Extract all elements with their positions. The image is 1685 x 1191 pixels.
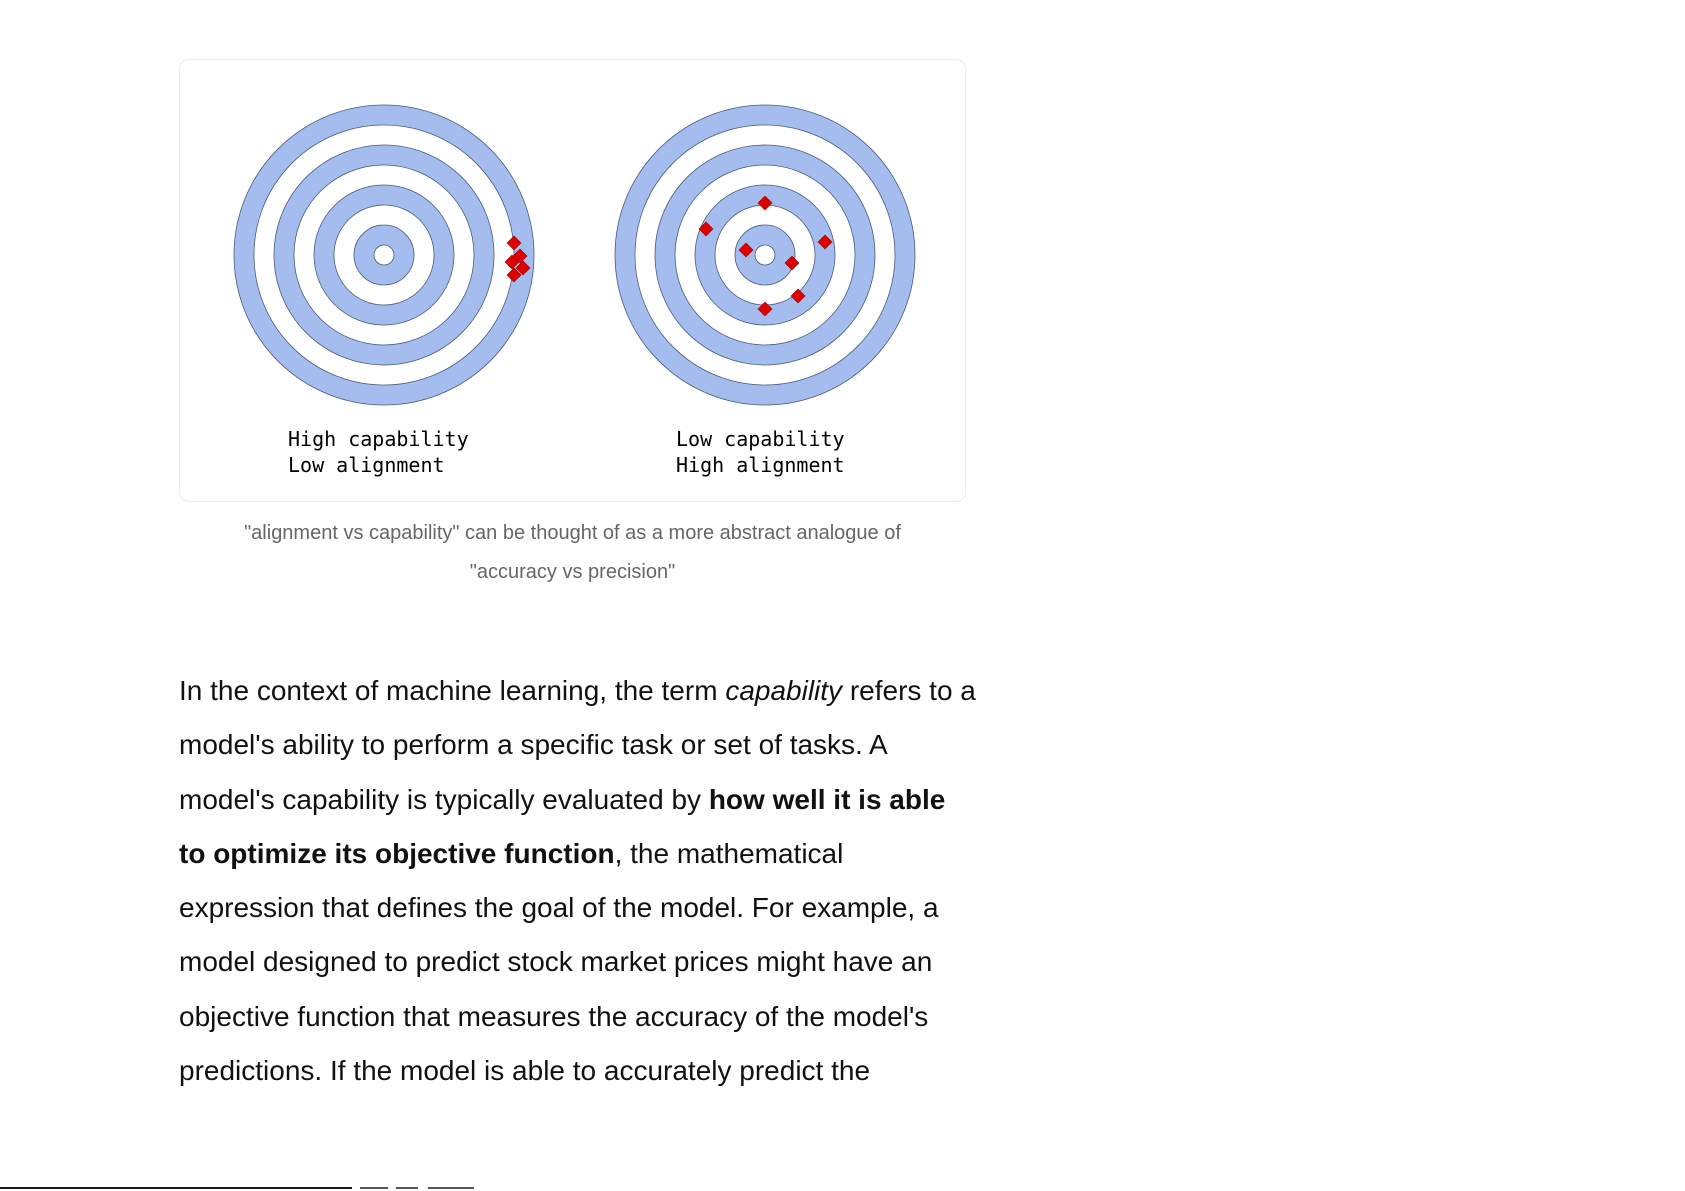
target-ring xyxy=(354,225,414,285)
italic-term-capability: capability xyxy=(725,675,843,706)
target-ring xyxy=(655,145,875,365)
hit-marker xyxy=(515,260,531,276)
target-ring-outline xyxy=(694,184,836,326)
hit-marker xyxy=(817,234,833,250)
hit-marker xyxy=(506,235,522,251)
bottom-divider xyxy=(0,1187,352,1189)
target-ring xyxy=(615,105,915,405)
target-ring-outline xyxy=(734,224,796,286)
paragraph-text: refers to a model's ability to perform a… xyxy=(179,675,976,815)
target-ring-outline xyxy=(373,244,395,266)
paragraph-text: , the mathematical expression that defin… xyxy=(179,837,939,1087)
target-ring-outline xyxy=(313,184,455,326)
bottom-divider-fragment xyxy=(396,1187,418,1189)
hit-marker xyxy=(790,288,806,304)
hit-marker xyxy=(738,242,754,258)
target-ring-outline xyxy=(754,244,776,266)
bottom-divider-fragment xyxy=(428,1187,474,1189)
caption-line-2: "accuracy vs precision" xyxy=(469,561,676,583)
target-label-line-1: Low capability xyxy=(676,427,845,451)
target-ring-outline xyxy=(634,124,896,386)
target-ring-outline xyxy=(333,204,435,306)
target-ring xyxy=(274,145,494,365)
target-ring-outline xyxy=(654,144,876,366)
bottom-divider-fragment xyxy=(360,1187,388,1189)
hit-marker xyxy=(698,221,714,237)
target-ring xyxy=(314,185,454,325)
paragraph-text: In the context of machine learning, the … xyxy=(179,675,726,706)
hit-marker xyxy=(504,254,520,270)
hit-marker xyxy=(506,267,522,283)
bold-phrase: how well it is able to optimize its obje… xyxy=(179,783,946,869)
caption-line-1: "alignment vs capability" can be thought… xyxy=(244,522,901,544)
target-ring-outline xyxy=(233,104,535,406)
hit-marker xyxy=(757,301,773,317)
target-ring-outline xyxy=(714,204,816,306)
target-ring-outline xyxy=(273,144,495,366)
target-label-line-2: High alignment xyxy=(676,453,845,477)
target-label-line-1: High capability xyxy=(288,427,469,451)
hit-marker xyxy=(757,195,773,211)
hit-marker xyxy=(784,255,800,271)
figure-caption: "alignment vs capability" can be thought… xyxy=(179,514,966,592)
target-ring-outline xyxy=(293,164,475,346)
target-ring xyxy=(735,225,795,285)
target-ring xyxy=(695,185,835,325)
target-ring-outline xyxy=(353,224,415,286)
article-paragraph: In the context of machine learning, the … xyxy=(179,664,979,1098)
target-label-line-2: Low alignment xyxy=(288,453,445,477)
target-ring-outline xyxy=(614,104,916,406)
target-ring-outline xyxy=(674,164,856,346)
